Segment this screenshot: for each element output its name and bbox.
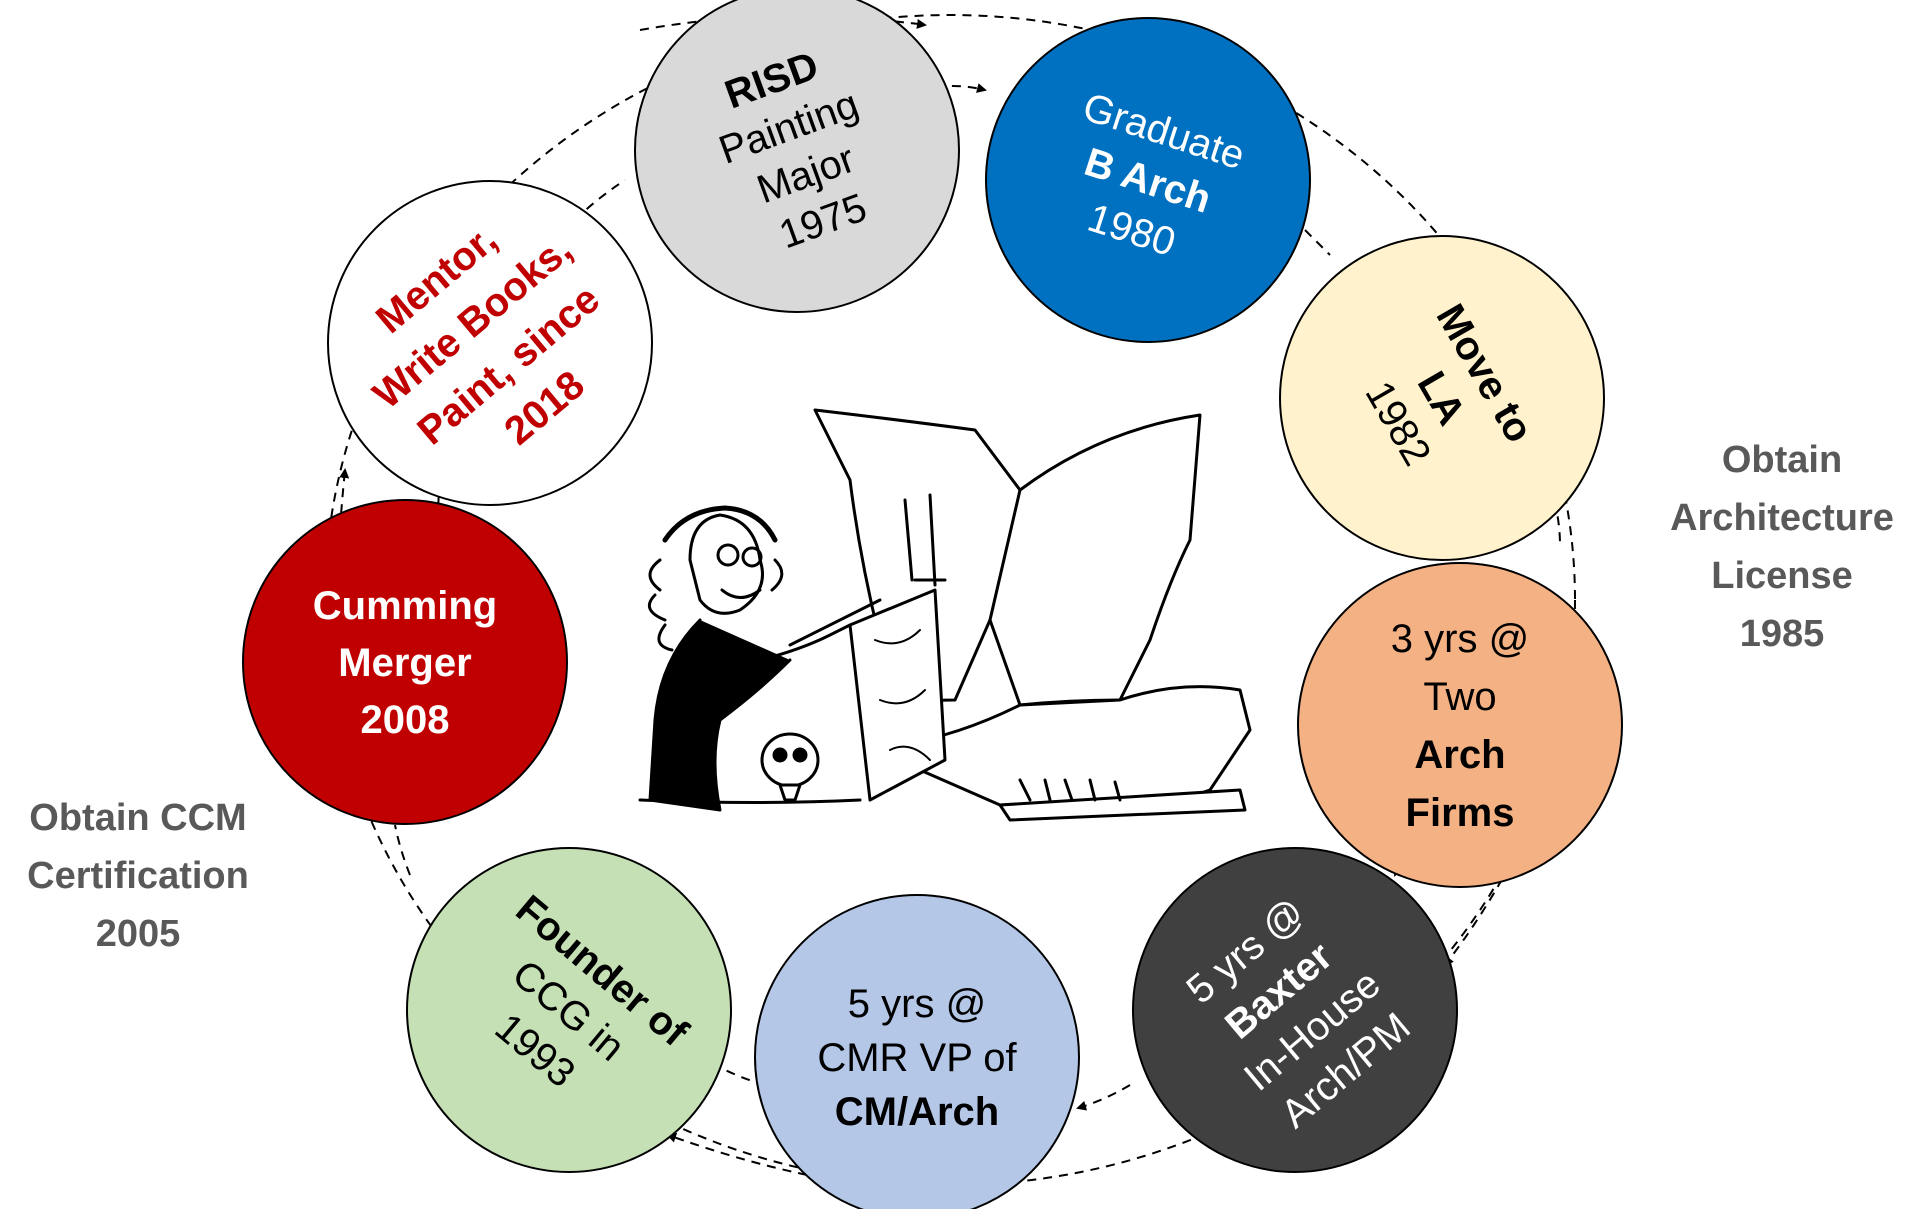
milestone-line: Cumming: [313, 584, 497, 628]
side-note-line: 2005: [96, 913, 181, 955]
milestone-line: Two: [1423, 675, 1496, 719]
milestone-circle-cumming-merger: [242, 499, 568, 825]
side-note-ccm-certification: Obtain CCM Certification 2005: [27, 797, 249, 955]
side-note-line: License: [1711, 555, 1853, 597]
milestone-line: 5 yrs @: [848, 982, 986, 1026]
milestone-circle-mentor: [327, 180, 653, 506]
milestone-founder-ccg: Founder ofCCG in1993: [406, 847, 732, 1173]
milestone-line: Firms: [1406, 791, 1515, 835]
milestone-cmr-vp: 5 yrs @ CMR VP of CM/Arch: [754, 894, 1080, 1209]
connector-baxter-cmr: [1076, 1084, 1131, 1111]
side-note-line: Architecture: [1670, 497, 1894, 539]
milestone-circle-cmr-vp: [754, 894, 1080, 1209]
side-note-line: Obtain: [1722, 439, 1842, 481]
side-note-line: Obtain CCM: [29, 797, 246, 839]
milestone-label-cmr-vp: 5 yrs @ CMR VP of CM/Arch: [817, 982, 1017, 1134]
milestone-line: 3 yrs @: [1391, 617, 1529, 661]
milestone-graduate: GraduateB Arch1980: [985, 17, 1311, 343]
milestone-line: CM/Arch: [835, 1090, 999, 1134]
milestone-circle-move-la: [1279, 235, 1605, 561]
milestone-risd: RISDPaintingMajor1975: [634, 0, 960, 313]
connector-founder-merger: [394, 824, 411, 876]
milestone-line: Arch: [1414, 733, 1505, 777]
milestone-mentor: Mentor,Write Books,Paint, since2018: [327, 180, 653, 506]
milestone-circle-graduate: [985, 17, 1311, 343]
side-note-line: Certification: [27, 855, 249, 897]
milestone-baxter: 5 yrs @BaxterIn-HouseArch/PM: [1132, 847, 1458, 1173]
milestone-circle-founder-ccg: [406, 847, 732, 1173]
milestone-line: Merger: [338, 641, 471, 685]
side-note-line: 1985: [1740, 613, 1825, 655]
milestone-circle-baxter: [1132, 847, 1458, 1173]
milestone-line: CMR VP of: [817, 1036, 1017, 1080]
milestone-move-la: Move toLA1982: [1279, 235, 1605, 561]
connector-top-arc: [639, 15, 927, 31]
painter-sketch-icon: [638, 408, 1252, 822]
milestone-circle-two-firms: [1297, 562, 1623, 888]
milestone-circle-risd: [634, 0, 960, 313]
milestone-line: 2008: [361, 698, 450, 742]
connector-graduate-movela: [1304, 229, 1331, 256]
